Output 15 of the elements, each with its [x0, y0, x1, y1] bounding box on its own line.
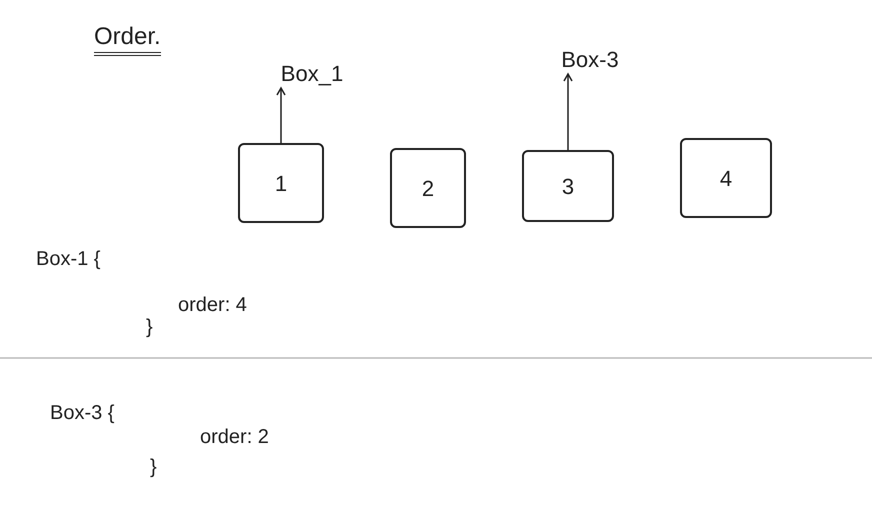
- code-text: order: 2: [200, 425, 269, 450]
- box-label: Box-3: [540, 44, 640, 74]
- code-text: Box-3 {: [50, 401, 114, 426]
- code-text: order: 4: [178, 293, 247, 318]
- square-box: 1: [238, 143, 324, 223]
- arrow: [276, 87, 286, 143]
- box-label: Box_1: [262, 58, 362, 88]
- square-box: 2: [390, 148, 466, 228]
- square-box: 4: [680, 138, 772, 218]
- code-text: }: [146, 315, 153, 340]
- title: Order.: [94, 22, 161, 56]
- square-box: 3: [522, 150, 614, 222]
- arrow: [563, 73, 573, 150]
- code-text: Box-1 {: [36, 247, 100, 272]
- code-text: }: [150, 455, 157, 480]
